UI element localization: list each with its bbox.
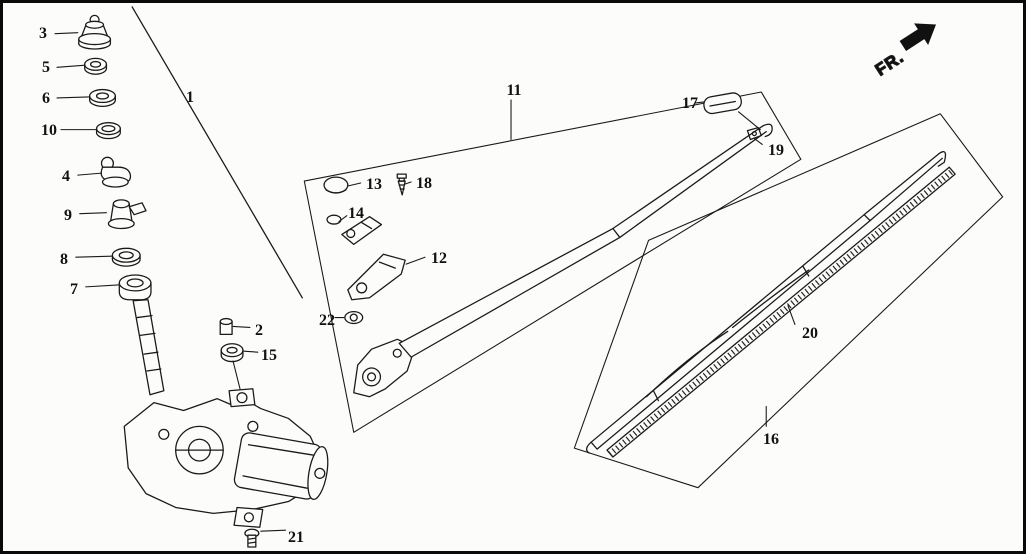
callout-8: 8 xyxy=(60,251,68,268)
callout-21: 21 xyxy=(288,529,304,546)
part-7-grommet xyxy=(118,274,152,301)
part-8-washer xyxy=(111,247,141,267)
wiper-arm xyxy=(353,123,773,398)
callout-2: 2 xyxy=(255,322,263,339)
fr-direction-indicator: FR. xyxy=(871,23,937,80)
callout-13: 13 xyxy=(366,176,382,193)
part-5-nut xyxy=(84,57,108,75)
part-14-pivot-parts xyxy=(326,214,383,246)
callout-19: 19 xyxy=(768,142,784,159)
arm-group-box xyxy=(303,91,802,433)
part-2-bushing xyxy=(219,317,233,336)
callout-15: 15 xyxy=(261,347,277,364)
leader-lines xyxy=(54,32,796,532)
callout-22: 22 xyxy=(319,312,335,329)
part-3-cap xyxy=(78,14,112,50)
part-21-bolt xyxy=(244,528,260,548)
diagram-artwork: FR. xyxy=(54,6,1004,548)
callout-1: 1 xyxy=(186,89,194,106)
callout-11: 11 xyxy=(506,82,522,99)
callout-17: 17 xyxy=(682,95,698,112)
part-9-pivot-body xyxy=(107,199,147,230)
blade-group-box xyxy=(573,113,1004,489)
part-19-clip xyxy=(746,126,762,141)
wiper-blade-frame xyxy=(586,151,947,454)
fr-arrow-icon xyxy=(899,23,937,51)
part-22-nut xyxy=(344,310,364,325)
callout-14: 14 xyxy=(348,205,364,222)
wiper-motor-assembly xyxy=(123,299,329,528)
part-6-washer xyxy=(88,88,116,108)
callout-20: 20 xyxy=(802,325,818,342)
callout-12: 12 xyxy=(431,250,447,267)
callout-3: 3 xyxy=(39,25,47,42)
part-18-screw xyxy=(396,173,407,196)
callout-6: 6 xyxy=(42,90,50,107)
part-10-washer xyxy=(95,122,121,140)
callout-16: 16 xyxy=(763,431,779,448)
callout-18: 18 xyxy=(416,175,432,192)
part-17-clip xyxy=(703,92,761,131)
callout-4: 4 xyxy=(62,168,70,185)
part-12-arm-head xyxy=(347,253,406,301)
part-13-cover xyxy=(323,176,349,194)
part-15-nut xyxy=(220,343,244,363)
fr-label: FR. xyxy=(872,47,908,79)
part-20-rubber xyxy=(606,166,956,458)
callout-9: 9 xyxy=(64,207,72,224)
part-4-pivot-cap xyxy=(100,156,132,188)
part-1-group-line xyxy=(131,6,303,299)
callout-10: 10 xyxy=(41,122,57,139)
callout-5: 5 xyxy=(42,59,50,76)
callout-7: 7 xyxy=(70,281,78,298)
